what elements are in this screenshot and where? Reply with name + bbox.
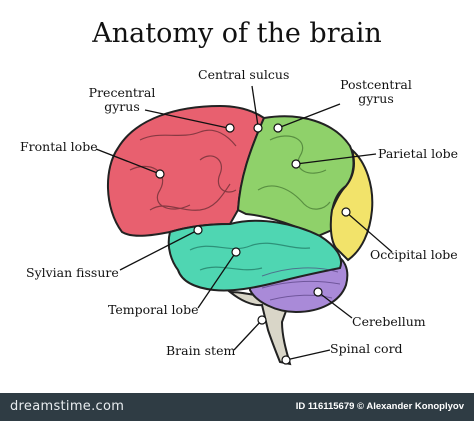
marker-frontal bbox=[155, 169, 165, 179]
label-sylvian-fissure: Sylvian fissure bbox=[26, 265, 119, 280]
label-precentral-line1: Precentral bbox=[88, 85, 156, 100]
label-parietal-lobe: Parietal lobe bbox=[378, 146, 459, 161]
label-temporal-lobe: Temporal lobe bbox=[108, 302, 199, 317]
footer-bar: dreamstime.com ID 116115679 © Alexander … bbox=[0, 393, 474, 421]
marker-precentral bbox=[225, 123, 235, 133]
label-precentral-gyrus: Precentral gyrus bbox=[84, 85, 160, 115]
label-brain-stem: Brain stem bbox=[166, 343, 236, 358]
temporal-lobe-region bbox=[167, 219, 342, 292]
frontal-lobe-region bbox=[107, 104, 266, 237]
label-postcentral-gyrus: Postcentral gyrus bbox=[334, 77, 418, 107]
label-cerebellum: Cerebellum bbox=[352, 314, 426, 329]
footer-logo[interactable]: dreamstime.com bbox=[10, 399, 125, 414]
marker-sylvian bbox=[193, 225, 203, 235]
label-central-sulcus: Central sulcus bbox=[198, 67, 290, 82]
label-frontal-lobe: Frontal lobe bbox=[20, 139, 98, 154]
marker-brain-stem bbox=[257, 315, 267, 325]
label-postcentral-line2: gyrus bbox=[358, 91, 394, 107]
marker-temporal bbox=[231, 247, 241, 257]
occipital-lobe-region bbox=[329, 147, 374, 262]
diagram-title: Anatomy of the brain bbox=[92, 18, 382, 49]
marker-postcentral bbox=[273, 123, 283, 133]
marker-parietal bbox=[291, 159, 301, 169]
label-spinal-cord: Spinal cord bbox=[330, 341, 403, 356]
marker-spinal-cord bbox=[281, 355, 291, 365]
label-postcentral-line1: Postcentral bbox=[340, 77, 412, 92]
footer-image-id: ID 116115679 © Alexander Konoplyov bbox=[295, 401, 464, 412]
marker-occipital bbox=[341, 207, 351, 217]
marker-central-sulcus bbox=[253, 123, 263, 133]
marker-cerebellum bbox=[313, 287, 323, 297]
label-precentral-line2: gyrus bbox=[104, 99, 140, 115]
label-occipital-lobe: Occipital lobe bbox=[370, 247, 458, 262]
